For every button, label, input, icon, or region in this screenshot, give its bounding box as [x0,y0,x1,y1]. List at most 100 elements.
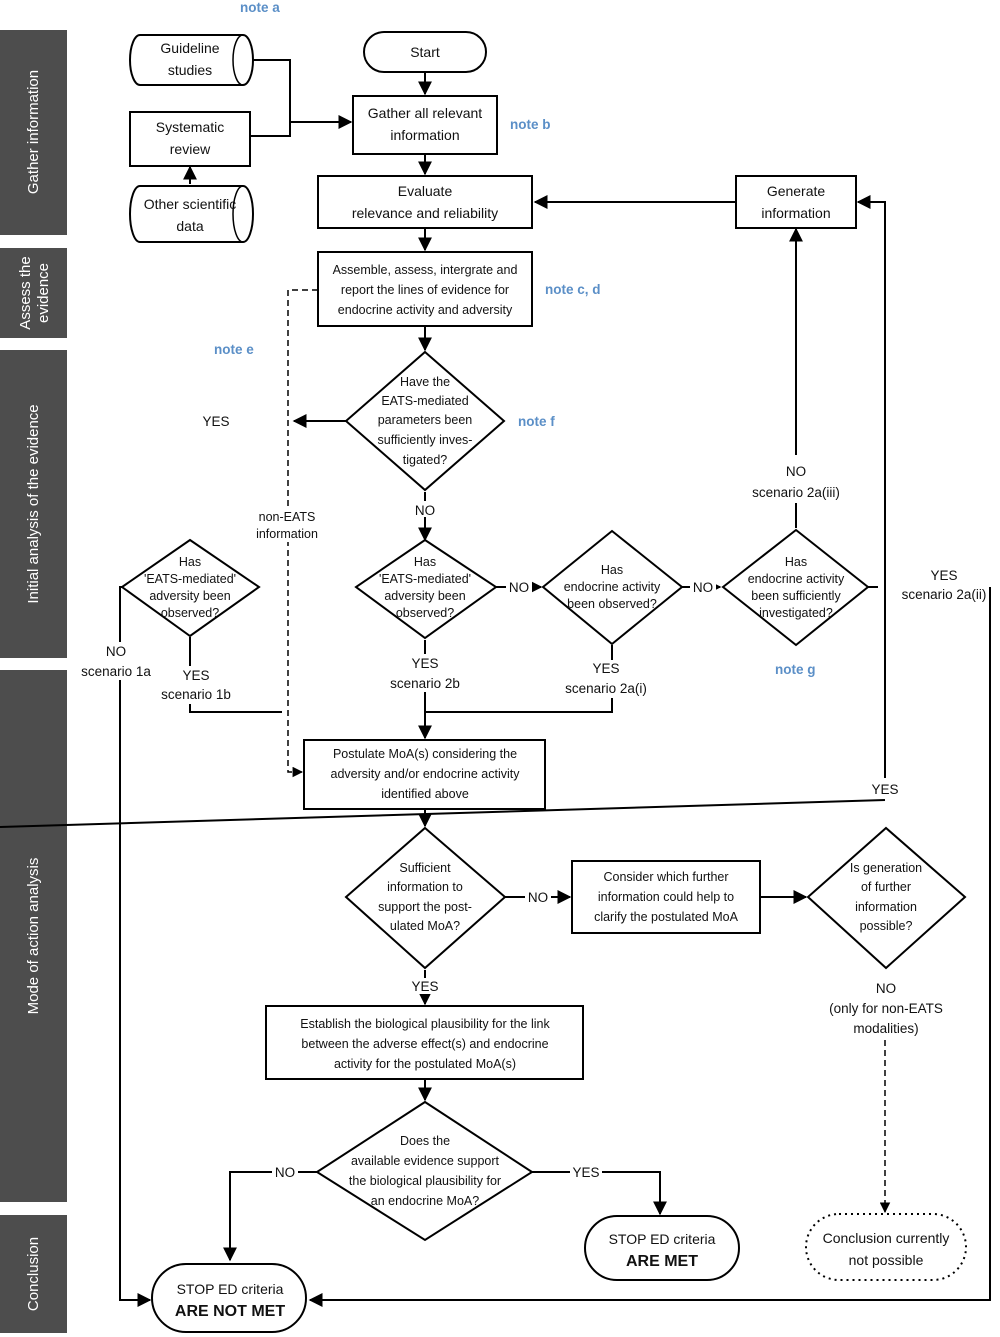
criteria-not-met-node [151,1263,307,1333]
q-gen-label-1: Is generation [850,861,922,875]
arrow-yes-gen-generate [856,195,886,778]
q-bio-label-2: available evidence support [351,1154,500,1168]
q-adv2-label-2: 'EATS-mediated' [379,572,471,586]
gather-label-2: information [390,127,459,143]
label-yes-scenario-2b-1: YES [411,656,438,671]
generate-label-2: information [761,205,830,221]
q-adv1-label-2: 'EATS-mediated' [144,572,236,586]
q-ea-diamond [541,529,684,646]
label-no-mid-2: NO [693,580,713,595]
label-no-scenario-1a-2: scenario 1a [81,664,151,679]
no-conclusion-label-1: Conclusion currently [823,1230,950,1246]
band-label-initial: Initial analysis of the evidence [25,404,42,603]
band-conclusion [0,1215,67,1333]
q-suff-diamond [344,826,507,970]
label-no-scenario-2aiii-1: NO [786,464,806,479]
criteria-met-label-1: STOP ED criteria [609,1231,716,1247]
no-conclusion-node [805,1213,967,1281]
q-bio-label-3: the biological plausibility for [349,1174,501,1188]
q-gen-label-4: possible? [860,919,913,933]
label-non-eats-2: information [256,527,318,541]
evaluate-box [317,175,533,229]
q-bio-label-1: Does the [400,1134,450,1148]
note-f: note f [518,414,555,429]
q-adv1-label-4: observed? [161,606,219,620]
band-moa [0,670,67,1202]
q-eats-label-3: parameters been [378,413,473,427]
q-gen-label-2: of further [861,880,911,894]
q-adv2-label-1: Has [414,555,436,569]
label-no-suff: NO [528,890,548,905]
q-ea-label-3: been observed? [567,597,657,611]
q-eats-diamond [344,350,506,492]
q-adv1-label-3: adversity been [149,589,230,603]
edge-labels: YES NO non-EATS information NO scenario … [80,412,986,1180]
q-eats-label-1: Have the [400,375,450,389]
label-yes-scenario-1b-2: scenario 1b [161,687,231,702]
criteria-not-met-label-1: STOP ED criteria [177,1281,284,1297]
notes: note a note b note c, d note e note f no… [214,0,816,677]
gather-box [352,95,498,155]
guideline-studies-label-1: Guideline [160,40,219,56]
assemble-label-3: endocrine activity and adversity [338,303,513,317]
band-label-assess-2: evidence [35,263,52,323]
note-cd: note c, d [545,282,601,297]
q-eai-label-2: endocrine activity [748,572,845,586]
generate-label-1: Generate [767,183,826,199]
q-suff-label-1: Sufficient [399,861,451,875]
q-eats-label-2: EATS-mediated [381,394,468,408]
sources: Guideline studies Systematic review Othe… [129,34,254,243]
consider-box [571,860,761,934]
generate-box [735,175,857,229]
label-no-main: NO [415,503,435,518]
criteria-met-node [584,1215,740,1281]
other-data-label-1: Other scientific [144,196,237,212]
assemble-box [317,251,533,327]
q-eats-label-5: tigated? [403,453,448,467]
label-no-gen-3: modalities) [853,1021,918,1036]
criteria-met-label-2: ARE MET [626,1253,698,1270]
arrow-sources-gather [250,115,353,137]
label-non-eats-1: non-EATS [259,510,316,524]
q-eai-label-3: been sufficiently [751,589,841,603]
q-adv2-label-4: observed? [396,606,454,620]
line-yes-gen [0,799,886,828]
q-adv1-label-1: Has [179,555,201,569]
q-adv2-label-3: adversity been [384,589,465,603]
band-label-gather: Gather information [25,70,42,194]
label-yes-scenario-2aii-1: YES [930,568,957,583]
label-yes-scenario-2ai-2: scenario 2a(i) [565,681,647,696]
line-yes-scenario-1b [189,637,282,713]
q-eai-diamond [721,528,870,647]
label-no-gen-2: (only for non-EATS [829,1001,943,1016]
label-yes-scenario-2b-2: scenario 2b [390,676,460,691]
assemble-label-1: Assemble, assess, intergrate and [333,263,518,277]
q-ea-label-1: Has [601,563,623,577]
establish-box [265,1005,584,1080]
note-g: note g [775,662,816,677]
assemble-label-2: report the lines of evidence for [341,283,509,297]
arrow-scenario-2aii-not-met [308,587,991,1307]
band-initial [0,350,67,658]
label-yes-left: YES [202,414,229,429]
q-eats-label-4: sufficiently inves- [378,433,473,447]
start-node [363,31,487,73]
label-no-scenario-2aiii-2: scenario 2a(iii) [752,485,840,500]
evaluate-label-2: relevance and reliability [352,205,498,221]
line-guideline-merge [250,59,291,122]
q-bio-label-4: an endocrine MoA? [371,1194,479,1208]
nodes: Start Gather all relevant information Ev… [120,31,967,1333]
other-data-label-2: data [176,218,203,234]
label-no-bio: NO [275,1165,295,1180]
label-yes-scenario-1b-1: YES [182,668,209,683]
sidebar: Gather information Assess the evidence I… [0,30,67,1333]
systematic-review-box [129,111,251,167]
no-conclusion-label-2: not possible [849,1252,924,1268]
consider-label-1: Consider which further [603,870,728,884]
postulate-label-3: identified above [381,787,469,801]
arrow-no-bio [223,1171,317,1262]
q-suff-label-2: information to [387,880,463,894]
label-no-gen-1: NO [876,981,896,996]
postulate-box [303,739,546,810]
